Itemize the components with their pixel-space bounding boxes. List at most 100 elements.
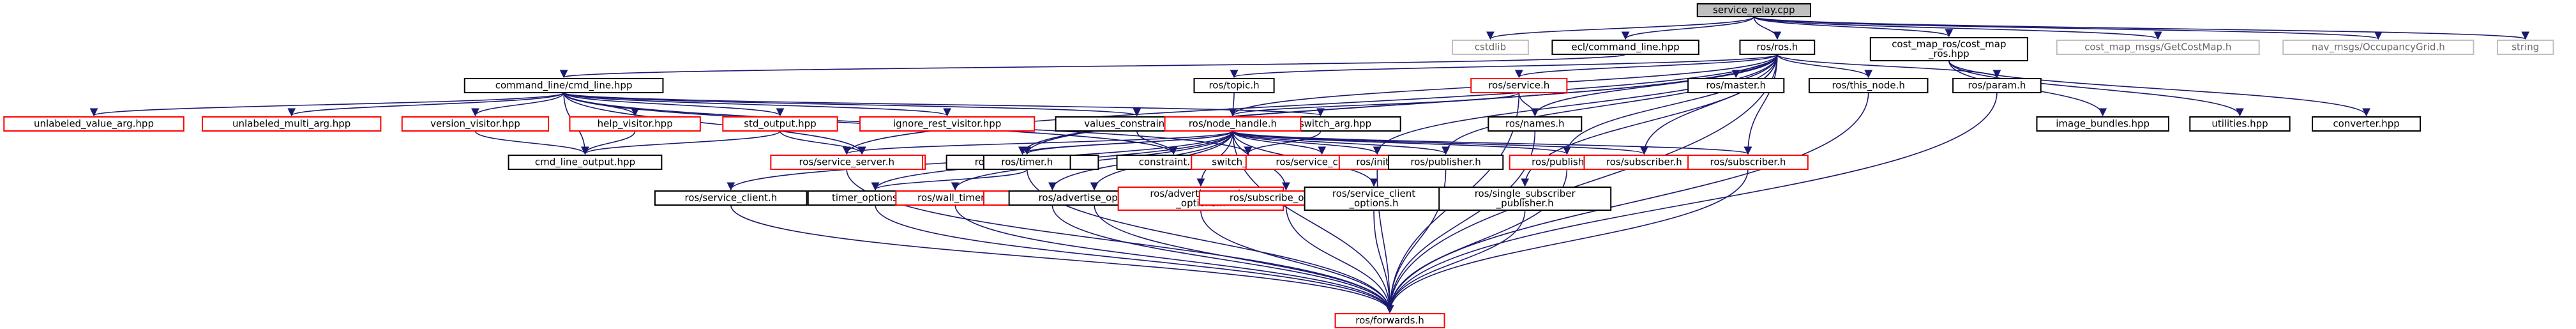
node-service_client_options[interactable]: ros/service_client_options.h [1304, 187, 1444, 211]
node-ros_param[interactable]: ros/param.h [1952, 78, 2042, 93]
node-box [1869, 37, 2028, 61]
node-label: ros/init.h [1356, 157, 1398, 168]
edge-ros_ros-to-ros_service [1515, 54, 1778, 79]
node-label: cost_map_ros/cost_map [1892, 38, 2006, 50]
node-unlabeled_multi[interactable]: unlabeled_multi_arg.hpp [201, 116, 382, 132]
node-cmdline[interactable]: command_line/cmd_line.hpp [463, 78, 664, 93]
node-label: ros/topic.h [1209, 80, 1259, 91]
node-cmd_line_output[interactable]: cmd_line_output.hpp [508, 155, 663, 170]
node-label: cstdlib [1475, 42, 1506, 53]
node-box [569, 116, 701, 132]
node-label: command_line/cmd_line.hpp [495, 80, 633, 92]
edge-ros_ros-to-ros_publisher [1442, 54, 1778, 155]
node-box [463, 78, 664, 93]
node-label: string [2512, 42, 2539, 53]
node-label: nav_msgs/OccupancyGrid.h [2312, 42, 2445, 54]
node-ros_service_client[interactable]: ros/service_client.h [654, 190, 808, 206]
edge-cmdline-to-version_visitor [471, 92, 564, 117]
node-ros_node_handle[interactable]: ros/node_handle.h [1164, 116, 1302, 132]
edge-multi_switch-to-switch_arg [1244, 130, 1322, 155]
edge-costmap-to-converter [1948, 60, 2370, 117]
node-box [3, 116, 185, 132]
node-box [1551, 40, 1699, 55]
edge-service_relay-to-occgrid [1753, 16, 2383, 40]
edge-service_relay-to-ros_ros [1753, 16, 1782, 40]
node-ros_topic[interactable]: ros/topic.h [1193, 78, 1275, 93]
node-box [722, 116, 838, 132]
node-label: ros/node_handle.h [1189, 118, 1277, 130]
node-converter[interactable]: converter.hpp [2312, 116, 2422, 132]
node-getcostmap[interactable]: cost_map_msgs/GetCostMap.h [2056, 40, 2260, 55]
node-ros_master[interactable]: ros/master.h [1687, 78, 1785, 93]
node-label: ros/this_node.h [1832, 80, 1904, 92]
node-box [1687, 155, 1809, 170]
node-help_visitor[interactable]: help_visitor.hpp [569, 116, 701, 132]
node-ros_subscriber_red[interactable]: ros/subscriber.h [1583, 155, 1705, 170]
node-box [770, 155, 924, 170]
node-costmap[interactable]: cost_map_ros/cost_map_ros.hpp [1869, 37, 2028, 61]
edge-ros_ros-to-ros_topic [1230, 54, 1778, 79]
edge-ros_timer-to-timer_options [871, 169, 1028, 191]
node-ignore_rest[interactable]: ignore_rest_visitor.hpp [859, 116, 1036, 132]
node-box [983, 155, 1071, 170]
edge-cmdline-to-std_output [563, 92, 785, 117]
node-single_sub_pub[interactable]: ros/single_subscriber_publisher.h [1438, 187, 1612, 211]
edge-ros_param-to-ros_forwards [1385, 92, 1998, 314]
edge-ros_node_handle-to-ros_publisher [1232, 130, 1450, 155]
node-label: version_visitor.hpp [430, 118, 520, 130]
node-label: ros/master.h [1706, 80, 1766, 91]
edge-version_visitor-to-cmd_line_output [474, 130, 589, 155]
node-label: converter.hpp [2333, 118, 2399, 130]
edge-advertise_service_options-to-ros_forwards [1200, 210, 1394, 314]
node-ros_service[interactable]: ros/service.h [1470, 78, 1568, 93]
node-box [1739, 40, 1816, 55]
node-ros_ros[interactable]: ros/ros.h [1739, 40, 1816, 55]
node-occgrid[interactable]: nav_msgs/OccupancyGrid.h [2282, 40, 2474, 55]
node-box [2496, 40, 2554, 55]
edge-timer_options-to-ros_forwards [875, 204, 1394, 314]
node-string[interactable]: string [2496, 40, 2554, 55]
node-box [654, 190, 808, 206]
node-ros_this_node[interactable]: ros/this_node.h [1808, 78, 1929, 93]
node-label: help_visitor.hpp [598, 118, 673, 130]
edge-ros_node_handle-to-ros_service_server_red [843, 130, 1233, 155]
node-label: ros/publisher.h [1410, 157, 1480, 168]
node-label: ecl/command_line.hpp [1571, 42, 1679, 54]
node-box [1470, 78, 1568, 93]
node-std_output[interactable]: std_output.hpp [722, 116, 838, 132]
node-box [1687, 78, 1785, 93]
edge-cmdline-to-ignore_rest [563, 92, 951, 117]
node-image_bundles[interactable]: image_bundles.hpp [2036, 116, 2169, 132]
edge-ros_service-to-ros_node_handle [1228, 92, 1520, 117]
node-ros_publisher[interactable]: ros/publisher.h [1387, 155, 1504, 170]
edge-advertise_options-to-ros_forwards [1094, 204, 1394, 314]
node-label: _options.h [1348, 197, 1398, 210]
node-cstdlib[interactable]: cstdlib [1452, 40, 1529, 55]
node-label: cmd_line_output.hpp [535, 157, 635, 169]
edge-std_output-to-cmd_line_output [581, 130, 781, 155]
node-box [201, 116, 382, 132]
node-ros_subscriber_red2[interactable]: ros/subscriber.h [1687, 155, 1809, 170]
node-label: unlabeled_value_arg.hpp [34, 118, 154, 130]
node-ecl_cmd[interactable]: ecl/command_line.hpp [1551, 40, 1699, 55]
node-label: image_bundles.hpp [2056, 118, 2150, 130]
node-box [1193, 78, 1275, 93]
edge-ros_ros-to-ros_subscriber_red2 [1744, 54, 1778, 155]
node-version_visitor[interactable]: version_visitor.hpp [401, 116, 550, 132]
node-box [1334, 313, 1445, 328]
node-label: ros/service.h [1488, 80, 1549, 91]
node-ros_names[interactable]: ros/names.h [1488, 116, 1583, 132]
node-utilities[interactable]: utilities.hpp [2189, 116, 2291, 132]
edge-single_sub_pub-to-ros_forwards [1385, 210, 1526, 314]
node-service_relay[interactable]: service_relay.cpp [1696, 3, 1811, 17]
edge-subscribe_options-to-ros_forwards [1285, 204, 1394, 314]
node-box [2189, 116, 2291, 132]
node-ros_timer[interactable]: ros/timer.h [983, 155, 1071, 170]
node-label: ros/service_client.h [685, 192, 778, 204]
node-ros_forwards[interactable]: ros/forwards.h [1334, 313, 1445, 328]
node-label: service_relay.cpp [1713, 4, 1795, 17]
node-unlabeled_value[interactable]: unlabeled_value_arg.hpp [3, 116, 185, 132]
node-ros_service_server_red[interactable]: ros/service_server.h [770, 155, 924, 170]
